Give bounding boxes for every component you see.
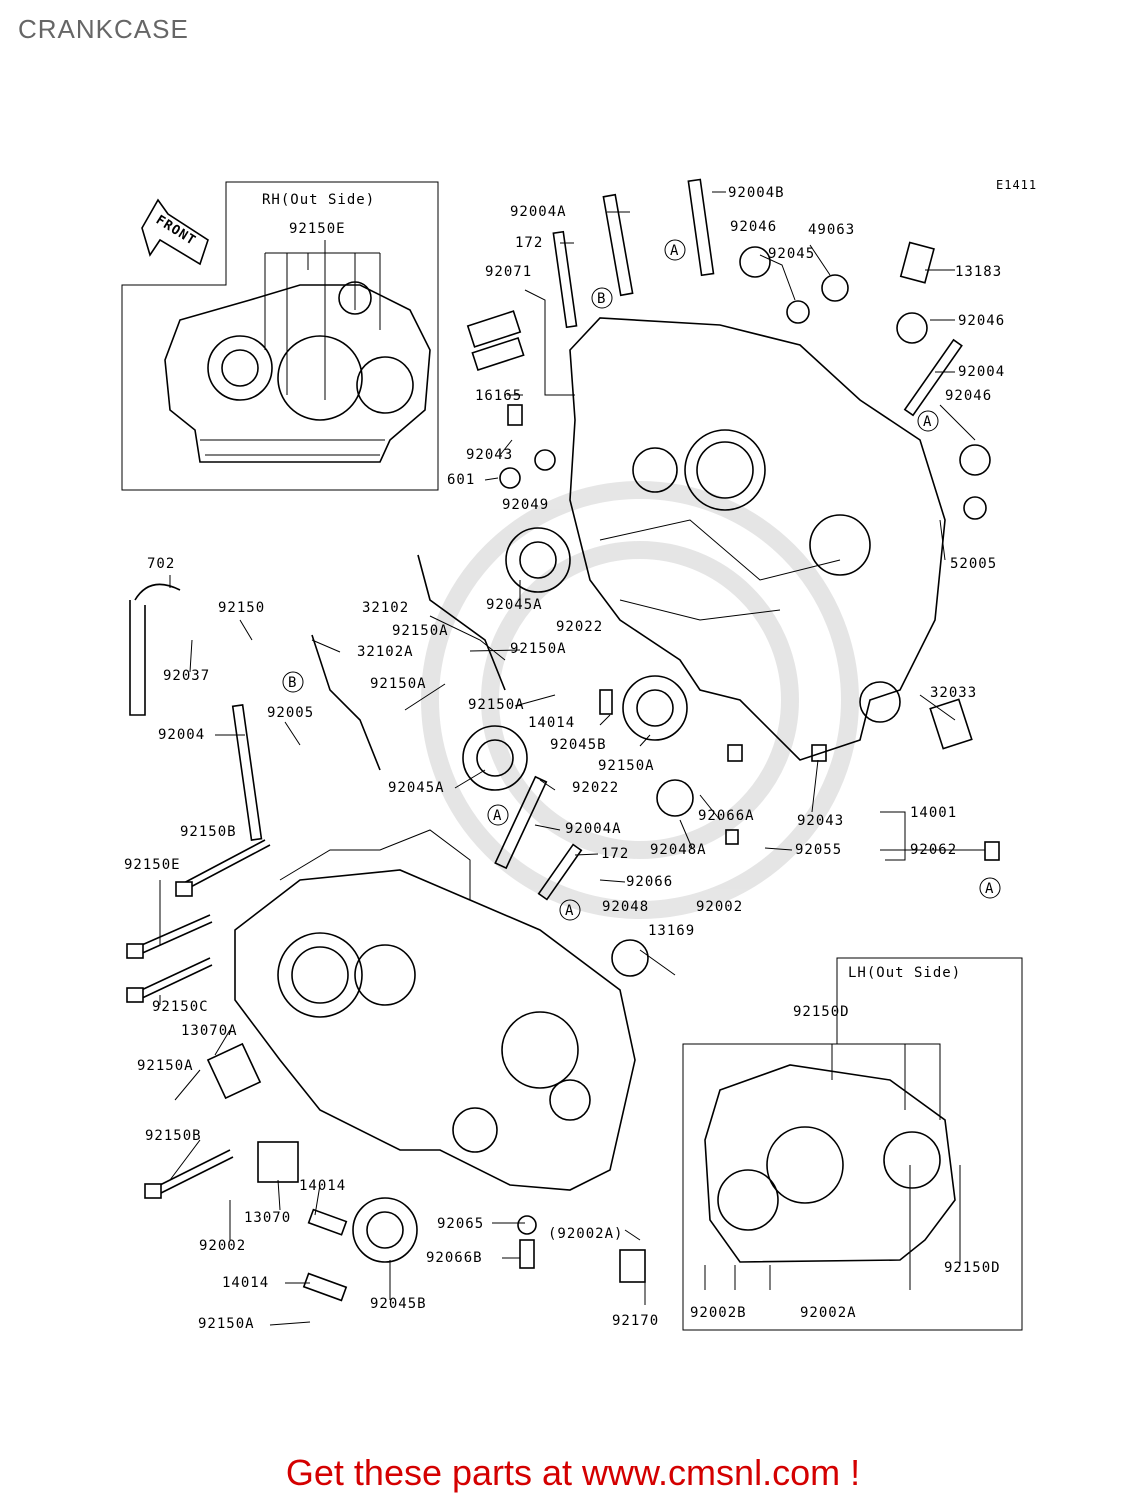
leader-lines — [159, 191, 985, 1326]
callout-92004A-top: 92004A — [510, 204, 567, 220]
callout-172-mid: 172 — [601, 846, 629, 862]
callout-92066B: 92066B — [426, 1250, 483, 1266]
callout-13070: 13070 — [244, 1210, 291, 1226]
callout-92046-mid: 92046 — [958, 313, 1005, 329]
callout-92049: 92049 — [502, 497, 549, 513]
long-bolts — [126, 839, 271, 1199]
bearing-92045A-upper — [505, 527, 571, 593]
seal-parts — [499, 274, 987, 723]
lh-inset-part-bl: 92002B — [690, 1305, 747, 1321]
callout-92150A-3: 92150A — [370, 676, 427, 692]
callout-92150A-6: 92150A — [137, 1058, 194, 1074]
callout-92045B-top: 92045B — [550, 737, 607, 753]
diagram-code: E1411 — [996, 178, 1037, 192]
bearing-92046 — [739, 246, 991, 476]
bearing-92045A-lower — [462, 725, 528, 791]
callout-letter-a: A — [670, 243, 679, 259]
callout-92055: 92055 — [795, 842, 842, 858]
callout-92002A-paren: (92002A) — [548, 1226, 623, 1242]
callout-92043-top: 92043 — [466, 447, 513, 463]
lh-inset-part-bm: 92002A — [800, 1305, 857, 1321]
oil-pipes — [129, 554, 506, 771]
callout-92150A-4: 92150A — [468, 697, 525, 713]
callout-92037: 92037 — [163, 668, 210, 684]
callout-601: 601 — [447, 472, 475, 488]
callout-92045A-mid: 92045A — [388, 780, 445, 796]
crankcase-diagram: E1411 RH(Out Side) 92150E FRONT — [121, 178, 1037, 1332]
callout-92005: 92005 — [267, 705, 314, 721]
callout-labels: 92004B 92004A 172 92071 16165 92043 601 … — [124, 185, 1005, 1332]
lh-inset-part-right: 92150D — [944, 1260, 1001, 1276]
callout-49063: 49063 — [808, 222, 855, 238]
callout-letters: A B A B A A A — [282, 239, 1001, 921]
callout-32033: 32033 — [930, 685, 977, 701]
callout-letter-a: A — [565, 903, 574, 919]
callout-16165: 16165 — [475, 388, 522, 404]
callout-92150C: 92150C — [152, 999, 209, 1015]
callout-92150A-5: 92150A — [598, 758, 655, 774]
callout-92150A-7: 92150A — [198, 1316, 255, 1332]
crankcase-left-half — [234, 829, 636, 1191]
callout-92004A-mid: 92004A — [565, 821, 622, 837]
callout-92048A: 92048A — [650, 842, 707, 858]
callout-92022-top: 92022 — [556, 619, 603, 635]
rh-inset-title: RH(Out Side) — [262, 192, 375, 208]
callout-92046-top: 92046 — [730, 219, 777, 235]
callout-92066A: 92066A — [698, 808, 755, 824]
callout-92066: 92066 — [626, 874, 673, 890]
callout-32102A: 32102A — [357, 644, 414, 660]
callout-92150A-2: 92150A — [510, 641, 567, 657]
lh-inset-part-top: 92150D — [793, 1004, 850, 1020]
lh-inset-title: LH(Out Side) — [848, 965, 961, 981]
callout-92004-right: 92004 — [958, 364, 1005, 380]
callout-32102: 32102 — [362, 600, 409, 616]
rh-inset: RH(Out Side) 92150E — [121, 181, 439, 491]
rh-inset-part: 92150E — [289, 221, 346, 237]
callout-14014-top: 14014 — [528, 715, 575, 731]
callout-92150A-1: 92150A — [392, 623, 449, 639]
crankcase-right-half — [569, 317, 946, 761]
callout-92004-left: 92004 — [158, 727, 205, 743]
callout-92046-right: 92046 — [945, 388, 992, 404]
callout-172-top: 172 — [515, 235, 543, 251]
callout-13183: 13183 — [955, 264, 1002, 280]
callout-92071: 92071 — [485, 264, 532, 280]
callout-92150: 92150 — [218, 600, 265, 616]
bearing-92045B-upper — [622, 675, 688, 741]
page-title: CRANKCASE — [18, 14, 189, 44]
callout-52005: 52005 — [950, 556, 997, 572]
studs — [231, 178, 963, 901]
callout-92043-mid: 92043 — [797, 813, 844, 829]
callout-letter-b: B — [288, 675, 297, 691]
footer-link[interactable]: Get these parts at www.cmsnl.com ! — [285, 1452, 861, 1493]
callout-92150B-bottom: 92150B — [145, 1128, 202, 1144]
callout-702: 702 — [147, 556, 175, 572]
callout-14014-mid: 14014 — [299, 1178, 346, 1194]
callout-13169: 13169 — [648, 923, 695, 939]
lh-inset: LH(Out Side) 92150D 92150D 92002B 92002A — [682, 957, 1023, 1331]
callout-92022-mid: 92022 — [572, 780, 619, 796]
callout-92150B-top: 92150B — [180, 824, 237, 840]
callout-92065: 92065 — [437, 1216, 484, 1232]
bearing-92045B-lower — [352, 1197, 418, 1263]
bearing-92048 — [611, 779, 694, 977]
callout-92045B-bottom: 92045B — [370, 1296, 427, 1312]
front-arrow: FRONT — [141, 198, 209, 266]
callout-14014-bottom: 14014 — [222, 1275, 269, 1291]
callout-letter-a: A — [923, 414, 932, 430]
callout-13070A: 13070A — [181, 1023, 238, 1039]
callout-letter-a: A — [493, 808, 502, 824]
callout-letter-a: A — [985, 881, 994, 897]
callout-92002-bottom: 92002 — [199, 1238, 246, 1254]
callout-92045A-top: 92045A — [486, 597, 543, 613]
callout-14001: 14001 — [910, 805, 957, 821]
watermark — [421, 481, 859, 919]
callout-92150E: 92150E — [124, 857, 181, 873]
callout-letter-b: B — [597, 291, 606, 307]
callout-92002-top: 92002 — [696, 899, 743, 915]
callout-92004B: 92004B — [728, 185, 785, 201]
callout-92045: 92045 — [768, 246, 815, 262]
callout-92170: 92170 — [612, 1313, 659, 1329]
callout-92048: 92048 — [602, 899, 649, 915]
